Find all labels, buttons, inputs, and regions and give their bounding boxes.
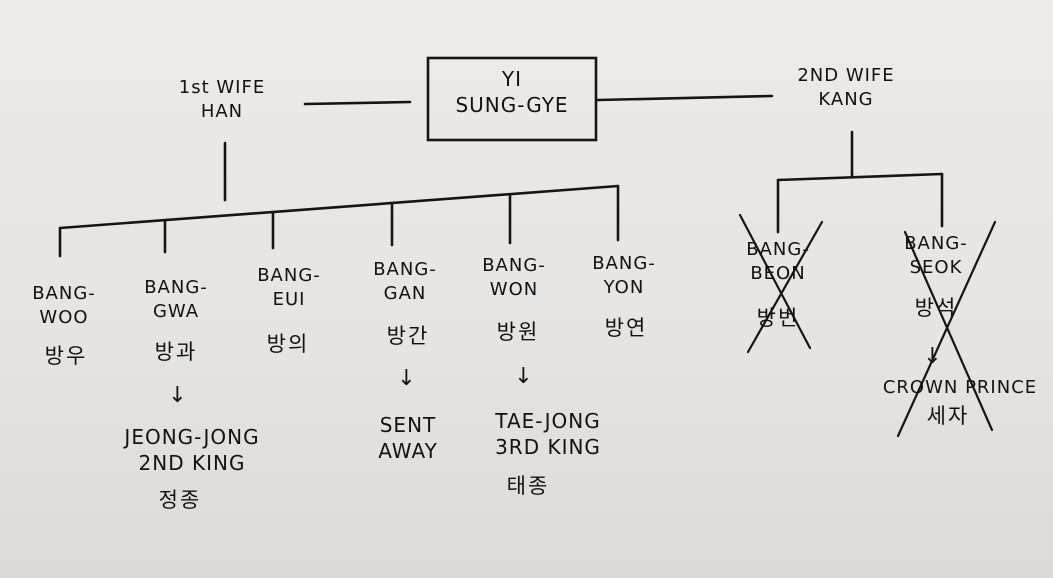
founder-box bbox=[426, 56, 598, 142]
note-korean-bang-seok: 세자 bbox=[926, 404, 970, 428]
marriage-line-kang bbox=[596, 94, 774, 102]
founder-name: YI SUNG-GYE bbox=[455, 67, 569, 117]
marriage-line-han bbox=[303, 100, 412, 106]
note-korean-bang-won: 태종 bbox=[506, 474, 550, 498]
child-name-bang-eui: BANG- EUI bbox=[257, 265, 321, 310]
child-korean-bang-eui: 방의 bbox=[266, 332, 310, 356]
cross-out-bang-beon-b bbox=[746, 220, 824, 354]
note-bang-won: TAE-JONG 3RD KING bbox=[495, 409, 601, 459]
child-name-bang-seok: BANG- SEOK bbox=[904, 233, 968, 278]
arrow-down-icon: ↓ bbox=[514, 364, 534, 389]
child-korean-bang-gan: 방간 bbox=[386, 324, 430, 348]
note-bang-gan: SENT AWAY bbox=[378, 413, 438, 463]
wife-kang-label: 2ND WIFE KANG bbox=[797, 65, 895, 110]
arrow-down-icon: ↓ bbox=[397, 366, 417, 391]
child-korean-bang-gwa: 방과 bbox=[154, 340, 198, 364]
arrow-down-icon: ↓ bbox=[923, 344, 943, 369]
han-sibling-bar bbox=[58, 184, 620, 230]
child-korean-bang-beon: 방번 bbox=[756, 306, 800, 330]
child-name-bang-woo: BANG- WOO bbox=[32, 283, 96, 328]
note-bang-gwa: JEONG-JONG 2ND KING bbox=[124, 425, 260, 475]
note-bang-seok: CROWN PRINCE bbox=[882, 377, 1038, 398]
child-name-bang-yon: BANG- YON bbox=[592, 253, 656, 298]
child-name-bang-gwa: BANG- GWA bbox=[144, 277, 208, 322]
cross-out-bang-seok-a bbox=[903, 230, 994, 432]
child-korean-bang-seok: 방석 bbox=[914, 296, 958, 320]
child-name-bang-gan: BANG- GAN bbox=[373, 259, 437, 304]
wife-han-label: 1st WIFE HAN bbox=[178, 77, 266, 122]
child-korean-bang-won: 방원 bbox=[496, 320, 540, 344]
child-name-bang-won: BANG- WON bbox=[482, 255, 546, 300]
child-korean-bang-woo: 방우 bbox=[44, 344, 88, 368]
kang-sibling-bar bbox=[776, 172, 944, 182]
cross-out-bang-seok-b bbox=[896, 220, 997, 438]
note-korean-bang-gwa: 정종 bbox=[158, 488, 202, 512]
child-name-bang-beon: BANG- BEON bbox=[746, 239, 810, 284]
child-korean-bang-yon: 방연 bbox=[604, 316, 648, 340]
arrow-down-icon: ↓ bbox=[168, 383, 188, 408]
cross-out-bang-beon-a bbox=[738, 213, 812, 350]
